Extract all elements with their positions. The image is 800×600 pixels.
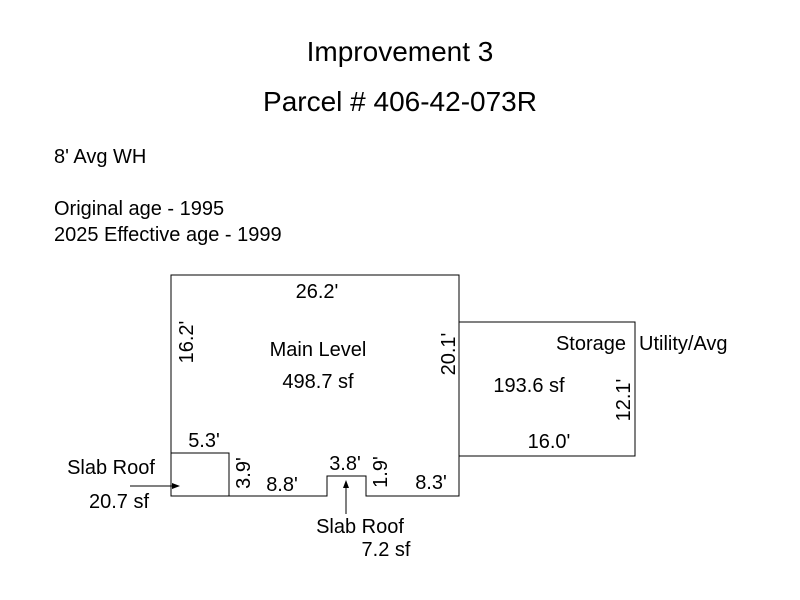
wall-height-note: 8' Avg WH (54, 146, 147, 168)
main-level-name: Main Level (270, 339, 367, 361)
slab-roof-left-box (171, 452, 230, 496)
main-level-top-dimension: 26.2' (296, 281, 339, 303)
main-level-area: 498.7 sf (282, 371, 354, 393)
main-level-outline (170, 274, 460, 497)
slab-roof-bottom-arrowhead (343, 480, 349, 488)
storage-outline (459, 321, 636, 457)
slab-roof-left-arrowhead (172, 483, 180, 489)
storage-area: 193.6 sf (493, 375, 565, 397)
slab-roof-left-width: 5.3' (188, 430, 220, 452)
slab-roof-bottom-width: 3.8' (329, 453, 361, 475)
diagram-title: Improvement 3 (306, 36, 494, 67)
storage-use: Utility/Avg (639, 333, 728, 355)
slab-roof-left-height: 3.9' (233, 457, 255, 489)
storage-bottom-dimension: 16.0' (528, 431, 571, 453)
slab-roof-bottom-area: 7.2 sf (362, 539, 411, 561)
parcel-number: Parcel # 406-42-073R (263, 86, 537, 117)
slab-roof-left-area: 20.7 sf (89, 491, 149, 513)
main-level-right-dimension: 20.1' (438, 333, 460, 376)
storage-name: Storage (556, 333, 626, 355)
original-age-note: Original age - 1995 (54, 198, 225, 220)
slab-roof-bottom-height: 1.9' (370, 456, 392, 488)
storage-side-dimension: 12.1' (613, 379, 635, 422)
main-level-bottom-mid-dimension: 8.8' (266, 474, 298, 496)
main-level-bottom-right-dimension: 8.3' (415, 472, 447, 494)
effective-age-note: 2025 Effective age - 1999 (54, 224, 282, 246)
slab-roof-left-label: Slab Roof (67, 457, 155, 479)
main-level-left-dimension: 16.2' (176, 321, 198, 364)
slab-roof-bottom-label: Slab Roof (316, 516, 404, 538)
